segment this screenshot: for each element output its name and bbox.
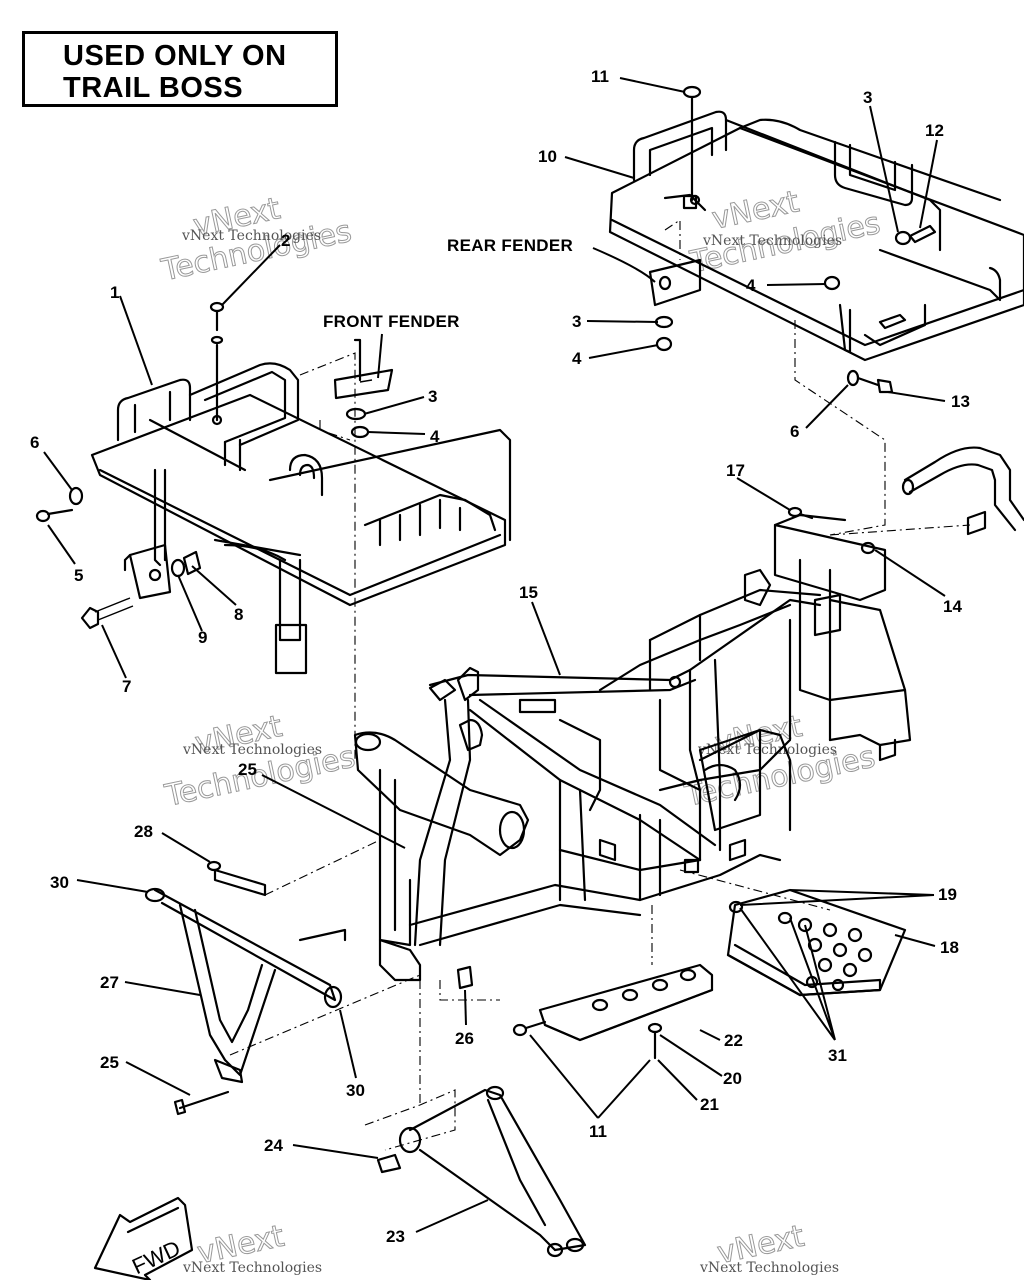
- callout-24: 24: [264, 1136, 283, 1155]
- callout-4: 4: [746, 276, 756, 295]
- bolt-13: [794, 320, 894, 536]
- watermark-small: vNext Technologies: [697, 742, 837, 758]
- rear-fender-leader: [592, 247, 656, 283]
- callout-2: 2: [281, 231, 290, 250]
- callout-23: 23: [386, 1227, 405, 1246]
- callout-22: 22: [724, 1031, 743, 1050]
- callout-20: 20: [723, 1069, 742, 1088]
- callout-19: 19: [938, 885, 957, 904]
- callout-7: 7: [122, 677, 131, 696]
- callout-3: 3: [572, 312, 581, 331]
- callout-leaders: [43, 77, 946, 1233]
- callout-25: 25: [100, 1053, 119, 1072]
- callout-14: 14: [943, 597, 962, 616]
- callout-28: 28: [134, 822, 153, 841]
- watermark-small: vNext Technologies: [182, 742, 322, 758]
- rear-fender-label: REAR FENDER: [447, 236, 573, 255]
- fwd-label: FWD: [128, 1235, 184, 1279]
- upper-a-arm: [144, 839, 421, 1116]
- callout-21: 21: [700, 1095, 719, 1114]
- bolt-2: [209, 301, 225, 422]
- callout-3: 3: [428, 387, 437, 406]
- callout-31: 31: [828, 1046, 847, 1065]
- callout-8: 8: [234, 605, 243, 624]
- bolt-14-17: [787, 506, 876, 555]
- callout-1: 1: [110, 283, 119, 302]
- callout-4: 4: [430, 427, 440, 446]
- callout-30: 30: [50, 873, 69, 892]
- callout-26: 26: [455, 1029, 474, 1048]
- note-line-2: TRAIL BOSS: [63, 72, 244, 104]
- callout-3: 3: [863, 88, 872, 107]
- callout-6: 6: [30, 433, 39, 452]
- callout-numbers: 1 2 3 3 3 4 4 4 5 6 6 7 8 9 10 11 11 12 …: [30, 67, 970, 1246]
- fwd-arrow-icon: FWD: [93, 1196, 194, 1280]
- callout-13: 13: [951, 392, 970, 411]
- lower-a-arm: [364, 980, 587, 1258]
- callout-25: 25: [238, 760, 257, 779]
- grab-handle: [829, 446, 1024, 536]
- callout-11: 11: [591, 67, 609, 86]
- callout-15: 15: [519, 583, 538, 602]
- watermark-small: vNext Technologies: [702, 233, 842, 249]
- callout-30: 30: [346, 1081, 365, 1100]
- front-fender-leader: [377, 333, 383, 379]
- callout-27: 27: [100, 973, 119, 992]
- callout-12: 12: [925, 121, 944, 140]
- rack-bracket: [80, 543, 202, 630]
- watermark-small: vNext Technologies: [181, 228, 321, 244]
- watermark-small: vNext Technologies: [182, 1260, 322, 1276]
- callout-18: 18: [940, 938, 959, 957]
- skid-plate: [512, 905, 714, 1060]
- callout-5: 5: [74, 566, 83, 585]
- front-fender-clip: [299, 338, 394, 760]
- footrest: [679, 869, 907, 997]
- front-fender-label: FRONT FENDER: [323, 312, 460, 331]
- callout-11: 11: [589, 1122, 607, 1141]
- callout-6: 6: [790, 422, 799, 441]
- front-rack: [90, 362, 512, 675]
- rear-fender-parts: [648, 85, 937, 352]
- callout-4: 4: [572, 349, 582, 368]
- callout-9: 9: [198, 628, 207, 647]
- nut-26: [456, 965, 474, 990]
- note-line-1: USED ONLY ON: [63, 40, 287, 72]
- callout-17: 17: [726, 461, 745, 480]
- watermark-small: vNext Technologies: [699, 1260, 839, 1276]
- trail-boss-note: USED ONLY ON TRAIL BOSS: [22, 31, 338, 107]
- watermark-top-right: vNext Technologies: [686, 184, 884, 281]
- callout-10: 10: [538, 147, 557, 166]
- main-frame: [353, 513, 912, 982]
- bolt-5-washer-6: [35, 486, 84, 523]
